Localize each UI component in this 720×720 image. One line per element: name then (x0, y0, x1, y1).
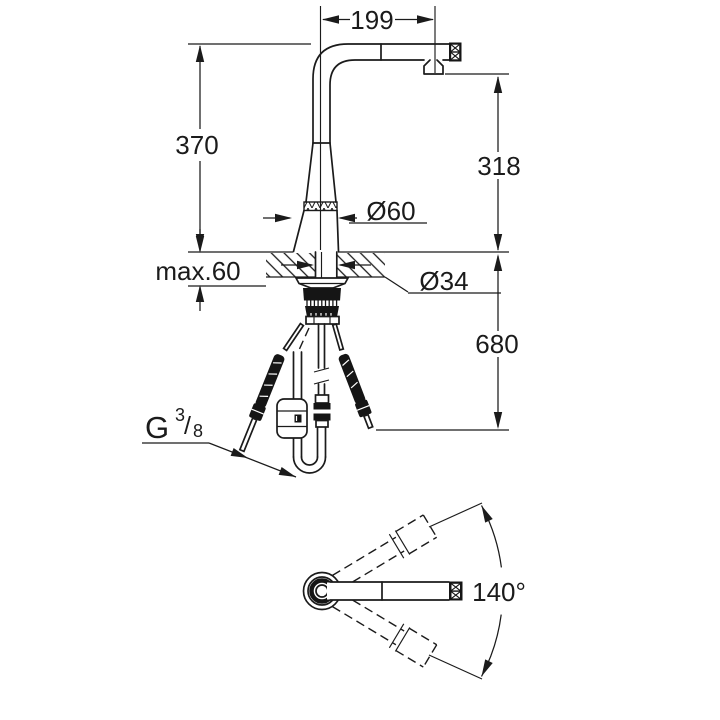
spray-head-end-top (449, 581, 463, 601)
dimension-hose-length: 680 (376, 254, 519, 431)
spray-head-end (449, 42, 462, 62)
control-ring (303, 201, 338, 212)
shank-mask (316, 253, 337, 277)
dimension-hole-diameter: Ø34 (281, 260, 501, 296)
top-view: 140° (302, 502, 526, 680)
front-view: 199 370 318 680 (142, 5, 521, 481)
mounting-nut (303, 288, 341, 318)
dim-label-370: 370 (175, 130, 218, 160)
dim-label-199: 199 (350, 5, 393, 35)
dim-label-140: 140° (472, 577, 526, 607)
dimension-body-diameter: Ø60 (263, 196, 427, 226)
extension-lower (428, 654, 483, 680)
faucet-body (292, 42, 462, 288)
thread-denominator: 8 (193, 421, 203, 441)
swivel-position-upper (332, 514, 438, 590)
pullout-hose-loop (292, 327, 327, 474)
dim-label-680: 680 (475, 329, 518, 359)
dimension-max-counter-thickness: max.60 (155, 229, 266, 311)
dim-label-max60: max.60 (155, 256, 240, 286)
dimension-swivel-angle: 140° (428, 502, 526, 680)
dim-label-318: 318 (477, 151, 520, 181)
spout-outlet (423, 59, 444, 75)
dimension-outlet-height: 318 (445, 73, 521, 251)
thread-numerator: 3 (175, 405, 185, 425)
thread-slash: / (184, 412, 191, 440)
supply-hose-left (238, 322, 305, 453)
spout-arm-top (327, 581, 463, 601)
hose-dashed-continuation (298, 327, 310, 351)
swivel-position-lower (332, 592, 438, 668)
label-leader (384, 276, 409, 293)
thread-label: G 3 / 8 (142, 405, 298, 481)
supply-hose-right (331, 322, 374, 430)
under-counter-assembly (238, 277, 374, 474)
dimension-spout-reach: 199 (319, 5, 436, 250)
dim-label-d34: Ø34 (419, 266, 468, 296)
dimension-height-above-deck: 370 (175, 43, 311, 251)
center-hose-and-fitting (313, 323, 331, 428)
hose-bracket (305, 315, 340, 325)
spout-outer-profile (312, 43, 450, 144)
hose-weight (276, 398, 308, 439)
dim-label-d60: Ø60 (366, 196, 415, 226)
spout-inner-profile (329, 59, 425, 144)
thread-g: G (145, 410, 169, 445)
extension-upper (428, 502, 483, 528)
